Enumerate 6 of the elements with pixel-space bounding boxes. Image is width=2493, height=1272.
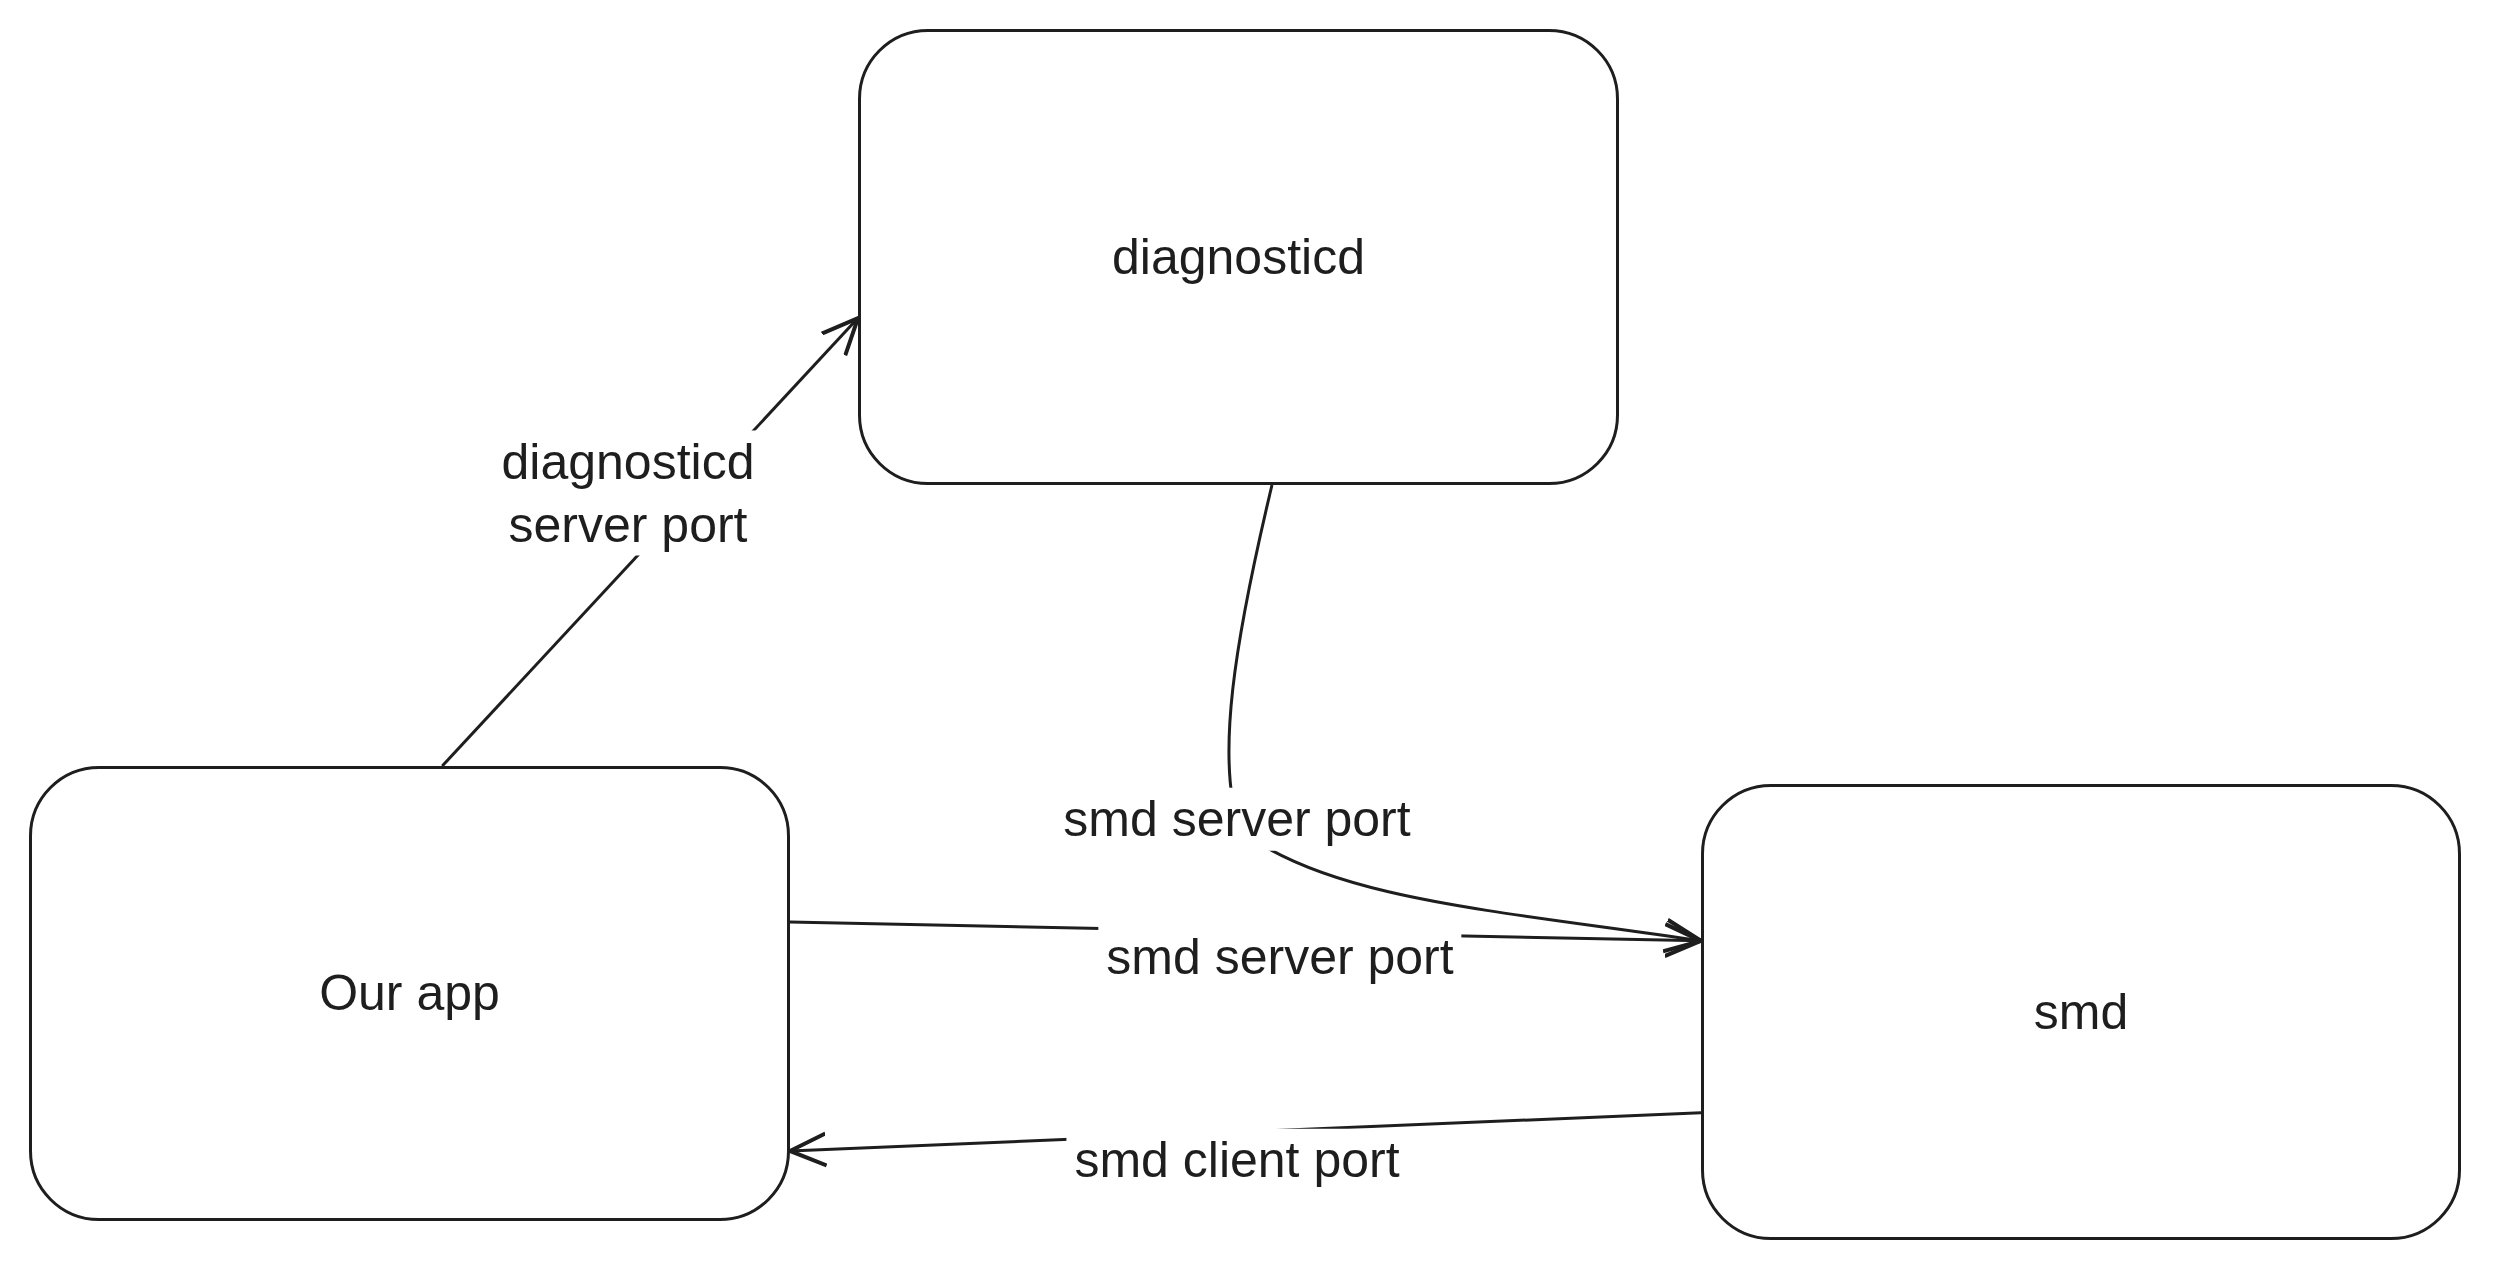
box-label: smd <box>2033 982 2129 1042</box>
process-box <box>29 766 790 1221</box>
box-label: Our app <box>319 964 500 1023</box>
process-box <box>858 29 1619 485</box>
process-box <box>1701 784 2461 1240</box>
box-label: diagnosticd <box>1112 227 1365 287</box>
